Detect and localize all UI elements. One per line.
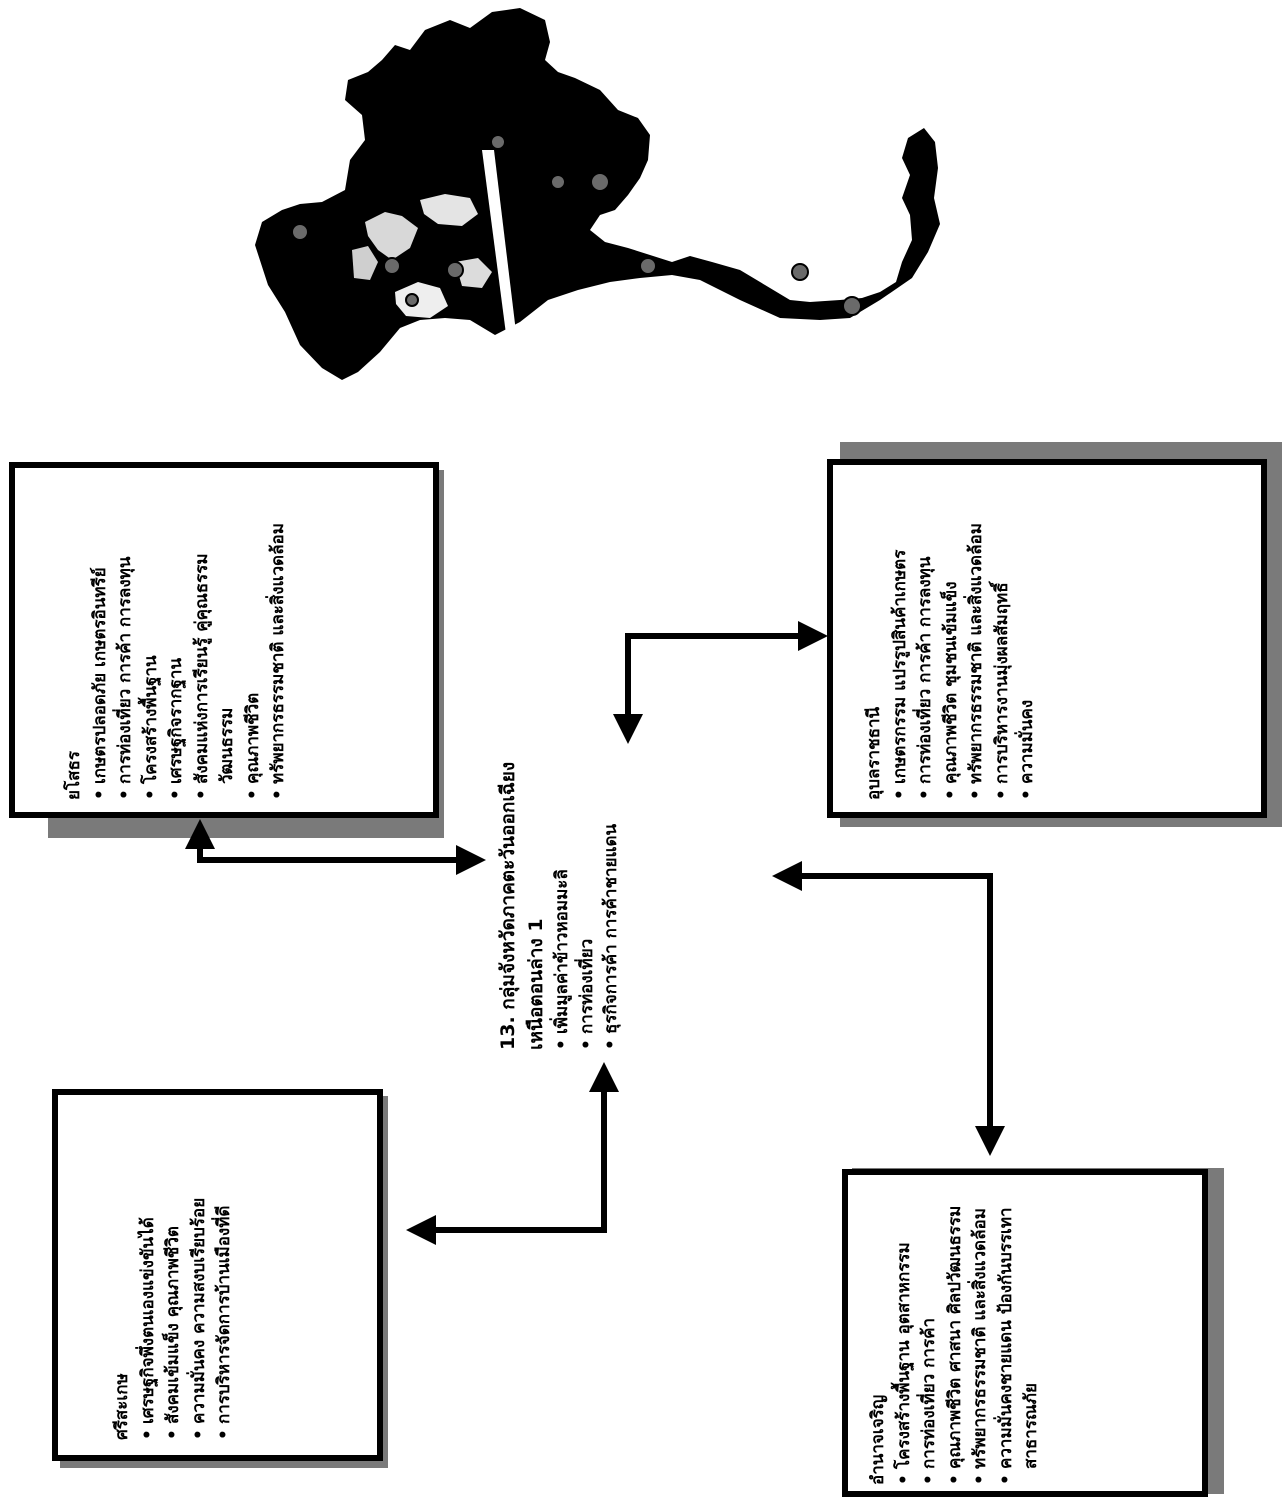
map-district-light-1 <box>365 212 418 260</box>
list-item: การท่องเที่ยว การค้า การลงทุน <box>913 482 939 800</box>
map-marker <box>383 257 401 275</box>
arrow-sisaket-center <box>406 1062 619 1245</box>
map-district-light-5 <box>455 258 492 288</box>
list-item: สังคมแห่งการเรียนรู้ คู่คุณธรรม วัฒนธรรม <box>190 480 241 800</box>
list-item: ความมั่นคง <box>1015 482 1041 800</box>
arrow-amnat-center <box>772 861 1005 1156</box>
box-sisaket: ศรีสะเกษ เศรษฐกิจพึ่งตนเองแข่งขันได้ สัง… <box>110 1120 238 1440</box>
list-item: เกษตรกรรม แปรรูปสินค้าเกษตร <box>888 482 914 800</box>
box-sisaket-list: เศรษฐกิจพึ่งตนเองแข่งขันได้ สังคมเข้มแข็… <box>136 1120 238 1440</box>
box-ubon-list: เกษตรกรรม แปรรูปสินค้าเกษตร การท่องเที่ย… <box>888 482 1041 800</box>
map-marker <box>590 172 610 192</box>
box-amnat-title: อำนาจเจริญ <box>868 1394 888 1485</box>
list-item: การบริหารงานมุ่งผลสัมฤทธิ์ <box>990 482 1016 800</box>
connectors <box>185 621 1005 1245</box>
list-item: ความมั่นคงชายแดน ป้องกันบรรเทาสาธารณภัย <box>994 1165 1045 1485</box>
province-group-map <box>255 8 940 380</box>
list-item: ทรัพยากรธรรมชาติ และสิ่งแวดล้อม <box>968 1165 994 1485</box>
list-item: การท่องเที่ยว การค้า <box>917 1165 943 1485</box>
arrow-yasothon-center <box>185 819 486 875</box>
box-amnat: อำนาจเจริญ โครงสร้างพื้นฐาน อุตสาหกรรม ก… <box>866 1165 1045 1485</box>
map-marker <box>446 261 464 279</box>
list-item: เกษตรปลอดภัย เกษตรอินทรีย์ <box>88 480 114 800</box>
list-item: ธุรกิจการค้า การค้าชายแดน <box>599 750 624 1050</box>
map-city-markers <box>291 134 862 316</box>
center-node: 13. กลุ่มจังหวัดภาคตะวันออกเฉียงเหนือตอน… <box>495 750 624 1050</box>
list-item: ความมั่นคง ความสงบเรียบร้อย <box>187 1120 213 1440</box>
map-marker <box>639 257 657 275</box>
map-marker <box>291 223 309 241</box>
map-marker <box>405 293 419 307</box>
map-highlight-stripe <box>482 150 516 334</box>
map-main-landmass <box>255 8 940 380</box>
map-district-light-2 <box>420 194 478 226</box>
list-item: คุณภาพชีวิต ชุมชนเข้มแข็ง <box>939 482 965 800</box>
center-node-list: เพิ่มมูลค่าข้าวหอมมะลิ การท่องเที่ยว ธุร… <box>550 750 624 1050</box>
list-item: สังคมเข้มแข็ง คุณภาพชีวิต <box>161 1120 187 1440</box>
map-marker <box>791 263 809 281</box>
box-yasothon-list: เกษตรปลอดภัย เกษตรอินทรีย์ การท่องเที่ยว… <box>88 480 292 800</box>
center-node-title: 13. กลุ่มจังหวัดภาคตะวันออกเฉียงเหนือตอน… <box>497 761 547 1050</box>
list-item: ทรัพยากรธรรมชาติ และสิ่งแวดล้อม <box>266 480 292 800</box>
box-yasothon-title: ยโสธร <box>64 751 84 800</box>
list-item: การบริหารจัดการบ้านเมืองที่ดี <box>212 1120 238 1440</box>
list-item: การท่องเที่ยว <box>575 750 600 1050</box>
list-item: เศรษฐกิจรากฐาน <box>164 480 190 800</box>
map-marker <box>550 174 566 190</box>
list-item: คุณภาพชีวิต ศาสนา ศิลปวัฒนธรรม <box>943 1165 969 1485</box>
arrow-ubon-center <box>613 621 828 744</box>
list-item: เศรษฐกิจพึ่งตนเองแข่งขันได้ <box>136 1120 162 1440</box>
list-item: โครงสร้างพื้นฐาน อุตสาหกรรม <box>892 1165 918 1485</box>
box-ubon: อุบลราชธานี เกษตรกรรม แปรรูปสินค้าเกษตร … <box>862 482 1041 800</box>
map-marker <box>490 134 506 150</box>
list-item: คุณภาพชีวิต <box>241 480 267 800</box>
list-item: การท่องเที่ยว การค้า การลงทุน <box>113 480 139 800</box>
box-yasothon: ยโสธร เกษตรปลอดภัย เกษตรอินทรีย์ การท่อง… <box>62 480 292 800</box>
map-district-light-3 <box>395 282 448 318</box>
list-item: เพิ่มมูลค่าข้าวหอมมะลิ <box>550 750 575 1050</box>
box-ubon-title: อุบลราชธานี <box>864 706 884 800</box>
map-marker <box>842 296 862 316</box>
box-amnat-list: โครงสร้างพื้นฐาน อุตสาหกรรม การท่องเที่ย… <box>892 1165 1045 1485</box>
box-sisaket-title: ศรีสะเกษ <box>112 1373 132 1440</box>
map-district-light-4 <box>352 246 378 280</box>
list-item: ทรัพยากรธรรมชาติ และสิ่งแวดล้อม <box>964 482 990 800</box>
list-item: โครงสร้างพื้นฐาน <box>139 480 165 800</box>
